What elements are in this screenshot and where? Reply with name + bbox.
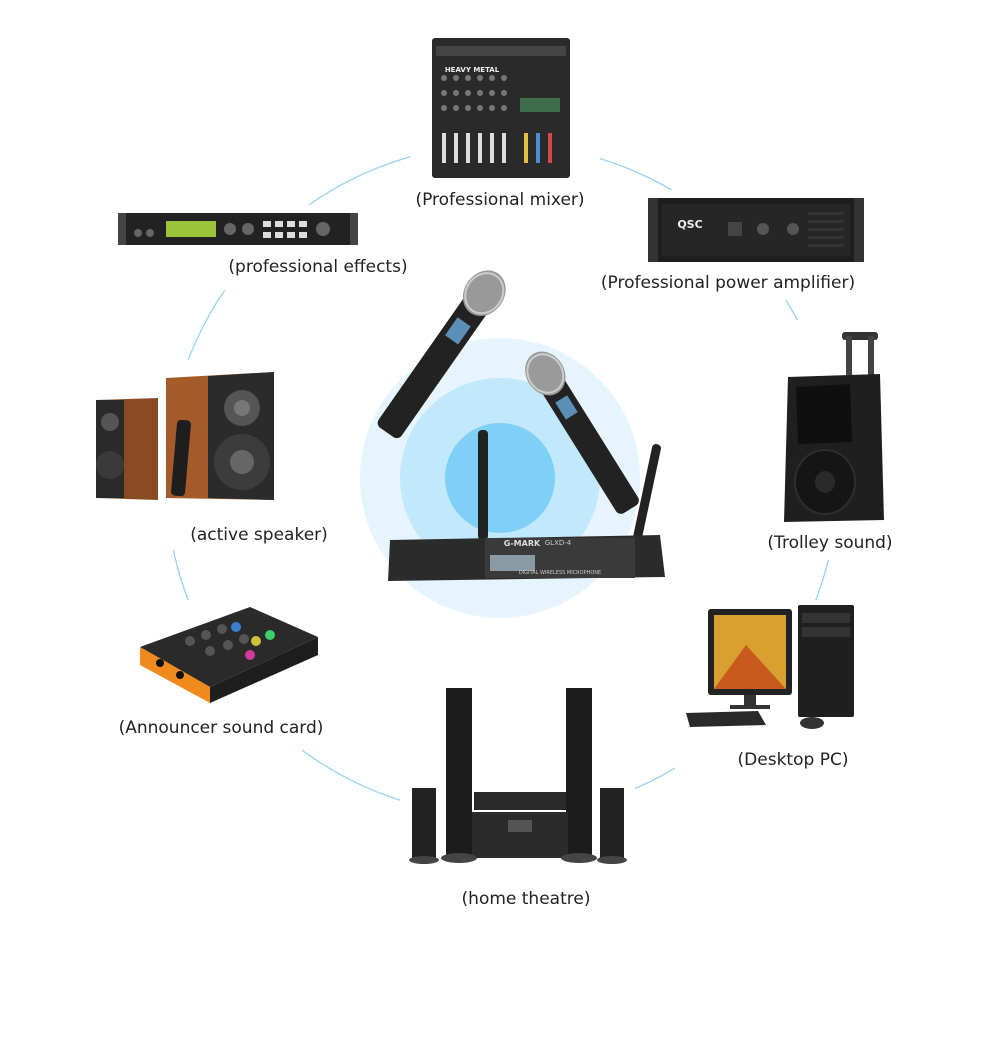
power-amplifier-icon xyxy=(648,198,864,262)
trolley-speaker-icon xyxy=(784,332,884,522)
sound-card-icon xyxy=(140,607,318,703)
label-trolley: (Trolley sound) xyxy=(767,533,893,553)
receiver-model: GLXD-4 xyxy=(544,539,572,547)
label-active: (active speaker) xyxy=(190,525,328,545)
label-mixer: (Professional mixer) xyxy=(415,190,585,210)
label-amp: (Professional power amplifier) xyxy=(600,273,856,293)
amp-brand: QSC xyxy=(677,218,703,231)
mixer-brand: HEAVY METAL xyxy=(444,66,500,74)
receiver-brand: G-MARK xyxy=(503,539,541,548)
receiver-subtitle: DIGITAL WIRELESS MICROPHONE xyxy=(518,570,602,576)
home-theatre-icon xyxy=(409,688,627,864)
mixer-icon xyxy=(432,38,570,178)
wireless-microphone-system-icon xyxy=(377,270,665,581)
label-effects: (professional effects) xyxy=(228,257,408,277)
label-soundcard: (Announcer sound card) xyxy=(118,718,324,738)
label-desktop: (Desktop PC) xyxy=(737,750,849,770)
active-speaker-icon xyxy=(96,372,274,500)
desktop-pc-icon xyxy=(686,605,854,729)
label-theatre: (home theatre) xyxy=(461,889,591,909)
effects-processor-icon xyxy=(118,213,358,245)
